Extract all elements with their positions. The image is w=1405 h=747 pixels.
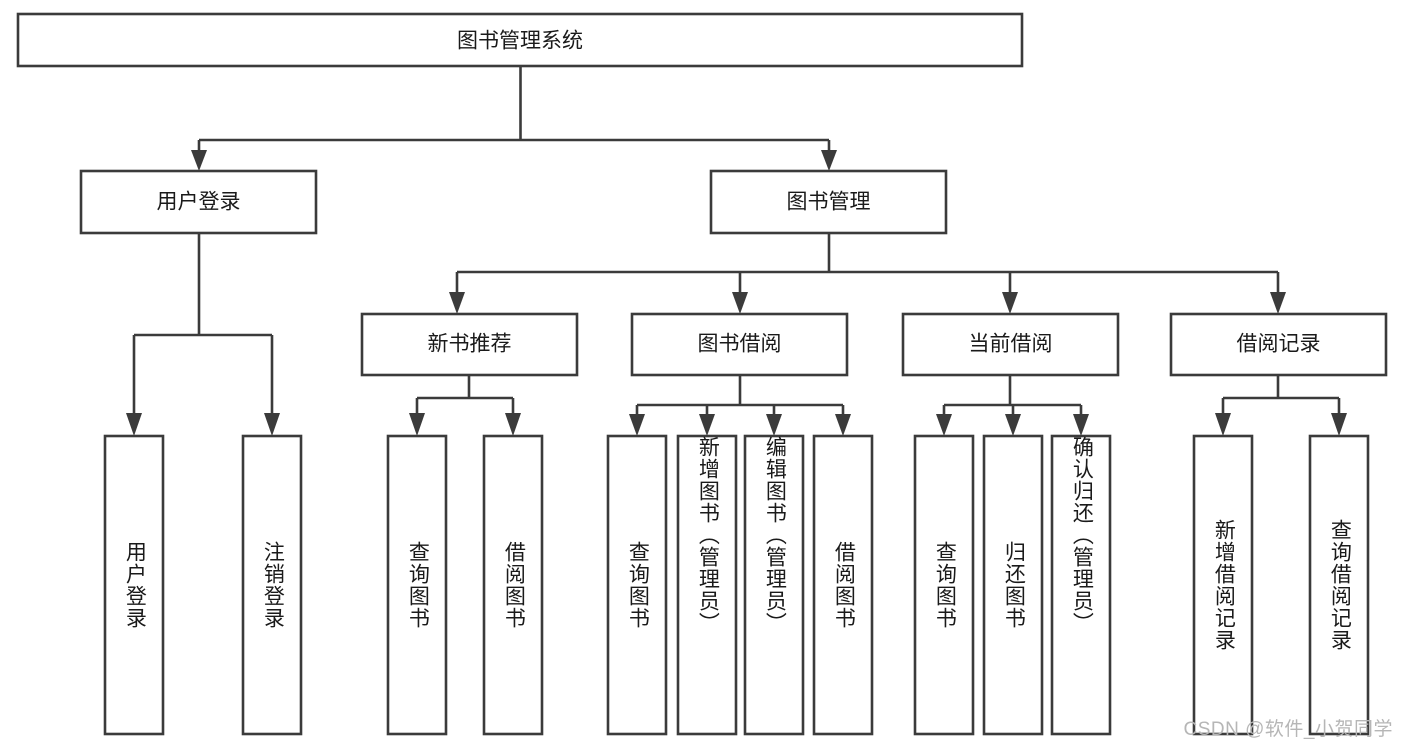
arrow-borrow-leaf-4	[835, 414, 851, 436]
node-root[interactable]	[16, 12, 1024, 68]
node-leaf-logout[interactable]	[241, 434, 303, 736]
node-leaf-borrow-book[interactable]	[812, 434, 874, 736]
arrow-bookmanage-child-4	[1270, 292, 1286, 314]
node-book-borrow-label: 图书借阅	[698, 333, 782, 356]
nodes-group: 图书管理系统 用户登录 图书管理 新书推荐 图书借阅 当前借阅 借阅记录	[16, 12, 1388, 736]
node-leaf-edit-book-admin[interactable]	[743, 434, 805, 736]
node-new-book-recommend-label: 新书推荐	[428, 333, 512, 356]
arrow-borrow-leaf-2	[699, 414, 715, 436]
node-borrow-record-label: 借阅记录	[1237, 333, 1321, 356]
arrow-record-leaf-2	[1331, 413, 1347, 436]
node-new-book-recommend[interactable]	[360, 312, 579, 377]
node-current-borrow-label: 当前借阅	[969, 333, 1053, 356]
node-user-login[interactable]	[79, 169, 318, 235]
node-leaf-borrow-book-recommend[interactable]	[482, 434, 544, 736]
arrow-current-leaf-1	[936, 414, 952, 436]
arrow-record-leaf-1	[1215, 413, 1231, 436]
node-book-manage-label: 图书管理	[787, 191, 871, 214]
arrow-root-to-user-login	[191, 150, 207, 171]
arrow-current-leaf-3	[1073, 414, 1089, 436]
csdn-watermark: CSDN @软件_小贺同学	[1183, 719, 1393, 740]
node-leaf-query-book-borrow[interactable]	[606, 434, 668, 736]
connectors-group	[126, 66, 1347, 436]
arrow-current-leaf-2	[1005, 414, 1021, 436]
arrow-bookmanage-child-2	[732, 292, 748, 314]
node-leaf-return-book[interactable]	[982, 434, 1044, 736]
node-book-manage[interactable]	[709, 169, 948, 235]
arrow-newbook-leaf-2	[505, 413, 521, 436]
arrow-userlogin-leaf-2	[264, 413, 280, 436]
arrow-newbook-leaf-1	[409, 413, 425, 436]
node-leaf-add-borrow-record[interactable]	[1192, 434, 1254, 736]
node-borrow-record[interactable]	[1169, 312, 1388, 377]
node-leaf-query-borrow-record[interactable]	[1308, 434, 1370, 736]
node-leaf-query-book-current[interactable]	[913, 434, 975, 736]
node-leaf-query-book-recommend[interactable]	[386, 434, 448, 736]
arrow-borrow-leaf-3	[766, 414, 782, 436]
node-current-borrow[interactable]	[901, 312, 1120, 377]
arrow-bookmanage-child-1	[449, 292, 465, 314]
node-root-label: 图书管理系统	[457, 30, 583, 53]
node-leaf-confirm-return-admin[interactable]	[1050, 434, 1112, 736]
node-leaf-add-book-admin[interactable]	[676, 434, 738, 736]
node-leaf-user-login[interactable]	[103, 434, 165, 736]
node-book-borrow[interactable]	[630, 312, 849, 377]
arrow-bookmanage-child-3	[1002, 292, 1018, 314]
arrow-userlogin-leaf-1	[126, 413, 142, 436]
node-user-login-label: 用户登录	[157, 191, 241, 214]
arrow-borrow-leaf-1	[629, 414, 645, 436]
arrow-root-to-book-manage	[821, 150, 837, 171]
